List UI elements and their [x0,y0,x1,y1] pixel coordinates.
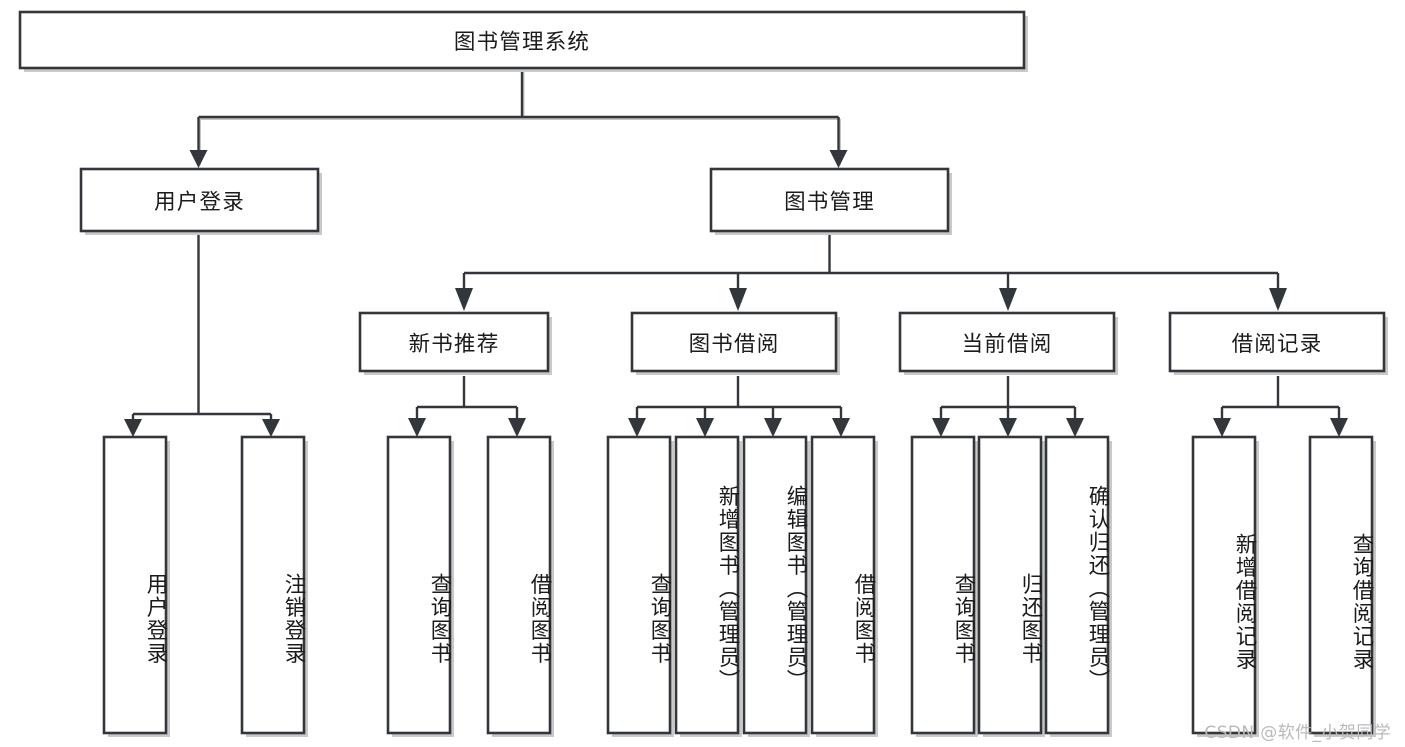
arrow-head-leaf-query-book-2 [628,418,646,437]
node-borrow-record-box[interactable] [1168,311,1386,373]
node-leaf-edit-book-box[interactable] [742,435,808,735]
node-leaf-confirm-return-box[interactable] [1044,435,1110,735]
arrow-head-book-management [829,150,848,168]
arrow-head-leaf-borrow-book-2 [832,418,850,437]
arrow-head-book-borrow [729,288,747,311]
node-leaf-user-login-box[interactable] [102,435,168,735]
node-new-book-recommend-box[interactable] [358,311,550,373]
node-leaf-query-book-1-box[interactable] [386,435,452,735]
connector-layer [124,68,1348,437]
node-leaf-query-book-2-box[interactable] [606,435,672,735]
connector-shadow-root [199,70,841,165]
node-leaf-borrow-book-1-box[interactable] [486,435,552,735]
node-leaf-add-book-box[interactable] [674,435,740,735]
arrow-head-new-book-recommend [455,288,473,311]
arrow-head-leaf-confirm-return [1066,418,1084,437]
arrow-head-borrow-record [1269,288,1287,311]
node-user-login-box[interactable] [79,167,320,233]
arrow-head-leaf-add-book [696,418,714,437]
node-root-box[interactable] [18,10,1026,70]
node-book-management-box[interactable] [709,167,950,233]
arrow-head-leaf-return-book [999,418,1017,437]
node-current-borrow-box[interactable] [898,311,1116,373]
arrow-head-leaf-borrow-book-1 [508,418,526,437]
node-leaf-query-record-box[interactable] [1308,435,1374,735]
node-layer [18,10,1388,737]
arrow-head-leaf-user-login [124,419,142,437]
node-leaf-return-book-box[interactable] [977,435,1043,735]
arrow-head-leaf-query-book-1 [408,418,426,437]
node-leaf-query-book-3-box[interactable] [910,435,976,735]
node-book-borrow-box[interactable] [630,311,838,373]
node-leaf-logout-box[interactable] [240,435,306,735]
arrow-head-leaf-query-record [1330,418,1348,437]
arrow-head-user-login [189,150,208,168]
node-leaf-borrow-book-2-box[interactable] [810,435,876,735]
arrow-head-leaf-logout [262,419,280,437]
arrow-head-leaf-query-book-3 [932,418,950,437]
arrow-head-leaf-add-record [1213,418,1231,437]
arrow-head-current-borrow [999,288,1017,311]
node-leaf-add-record-box[interactable] [1191,435,1257,735]
arrow-head-leaf-edit-book [764,418,782,437]
